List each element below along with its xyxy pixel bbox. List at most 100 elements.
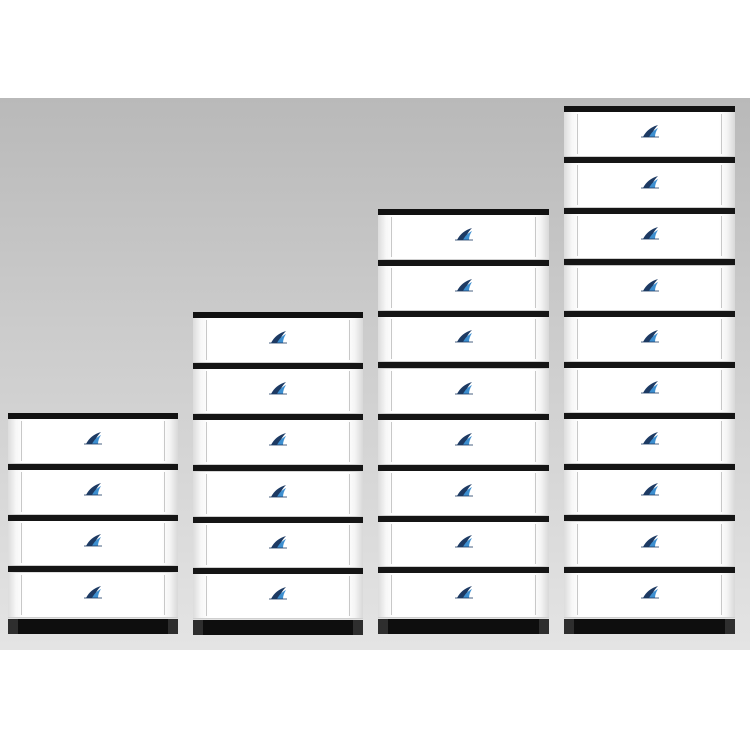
module-logo xyxy=(267,586,289,608)
sail-fin-logo-icon xyxy=(454,484,473,497)
sail-fin-logo-icon xyxy=(84,534,102,547)
module-logo xyxy=(639,585,661,607)
battery-module xyxy=(564,163,735,209)
module-logo xyxy=(453,381,475,403)
module-separator xyxy=(564,566,735,573)
battery-module xyxy=(378,317,549,363)
sail-fin-logo-icon xyxy=(640,585,659,599)
module-separator xyxy=(193,516,363,523)
module-logo xyxy=(267,381,289,403)
module-logo xyxy=(639,278,661,300)
battery-module xyxy=(193,574,363,619)
module-separator xyxy=(564,259,735,266)
module-separator xyxy=(8,566,178,573)
module-logo xyxy=(639,175,661,197)
module-separator xyxy=(564,157,735,163)
stack-top-cap xyxy=(8,413,178,419)
battery-module xyxy=(564,572,735,618)
module-logo xyxy=(82,431,104,453)
battery-module xyxy=(193,369,363,415)
module-logo xyxy=(267,535,289,557)
sail-fin-logo-icon xyxy=(640,432,659,445)
module-separator xyxy=(564,515,735,522)
battery-module xyxy=(378,522,549,568)
module-separator xyxy=(8,464,178,470)
module-logo xyxy=(453,585,475,607)
stack-base xyxy=(8,618,178,634)
sail-fin-logo-icon xyxy=(640,534,659,547)
battery-module xyxy=(193,318,363,363)
module-separator xyxy=(378,311,549,318)
module-separator xyxy=(378,362,549,369)
sail-fin-logo-icon xyxy=(454,381,473,394)
module-separator xyxy=(564,361,735,368)
module-separator xyxy=(193,414,363,421)
module-logo xyxy=(639,226,661,248)
battery-module xyxy=(378,215,549,260)
sail-fin-logo-icon xyxy=(84,432,102,445)
sail-fin-logo-icon xyxy=(640,125,659,138)
stack-top-cap xyxy=(193,312,363,318)
battery-module xyxy=(564,214,735,260)
battery-module xyxy=(8,419,178,464)
module-logo xyxy=(639,431,661,453)
module-separator xyxy=(564,413,735,419)
battery-module xyxy=(564,265,735,311)
stack-base xyxy=(378,619,549,635)
battery-module xyxy=(193,471,363,517)
module-separator xyxy=(8,515,178,522)
module-logo xyxy=(639,124,661,146)
module-separator xyxy=(193,567,363,574)
module-logo xyxy=(267,484,289,506)
battery-module xyxy=(564,368,735,413)
sail-fin-logo-icon xyxy=(454,228,473,241)
module-separator xyxy=(564,208,735,215)
battery-stack-4-modules xyxy=(8,413,178,635)
sail-fin-logo-icon xyxy=(269,587,287,600)
module-logo xyxy=(639,482,661,504)
sail-fin-logo-icon xyxy=(454,279,473,292)
battery-stack-10-modules xyxy=(564,106,735,635)
battery-module xyxy=(564,470,735,516)
module-logo xyxy=(453,329,475,351)
sail-fin-logo-icon xyxy=(640,278,659,291)
battery-module xyxy=(378,368,549,414)
sail-fin-logo-icon xyxy=(640,381,659,394)
stack-top-cap xyxy=(564,106,735,112)
sail-fin-logo-icon xyxy=(269,331,287,344)
stack-base xyxy=(193,620,363,635)
module-logo xyxy=(267,432,289,454)
sail-fin-logo-icon xyxy=(84,585,102,598)
module-logo xyxy=(453,227,475,249)
sail-fin-logo-icon xyxy=(454,586,473,599)
sail-fin-logo-icon xyxy=(269,484,287,497)
sail-fin-logo-icon xyxy=(454,330,473,343)
sail-fin-logo-icon xyxy=(269,382,287,395)
battery-module xyxy=(8,572,178,618)
module-logo xyxy=(267,330,289,352)
battery-module xyxy=(378,573,549,619)
sail-fin-logo-icon xyxy=(640,227,659,240)
module-logo xyxy=(82,482,104,504)
module-separator xyxy=(378,516,549,522)
stack-top-cap xyxy=(378,209,549,215)
module-separator xyxy=(378,464,549,471)
battery-module xyxy=(378,266,549,312)
module-separator xyxy=(378,567,549,574)
battery-module xyxy=(193,522,363,568)
module-logo xyxy=(82,533,104,555)
module-logo xyxy=(82,585,104,607)
battery-module xyxy=(8,470,178,516)
battery-stack-8-modules xyxy=(378,209,549,635)
module-logo xyxy=(453,483,475,505)
sail-fin-logo-icon xyxy=(269,535,287,549)
module-separator xyxy=(378,413,549,420)
module-separator xyxy=(193,465,363,472)
module-logo xyxy=(639,329,661,351)
sail-fin-logo-icon xyxy=(640,176,659,189)
battery-module xyxy=(378,419,549,465)
sail-fin-logo-icon xyxy=(640,483,659,496)
module-separator xyxy=(564,464,735,471)
battery-module xyxy=(8,521,178,567)
module-logo xyxy=(453,432,475,454)
